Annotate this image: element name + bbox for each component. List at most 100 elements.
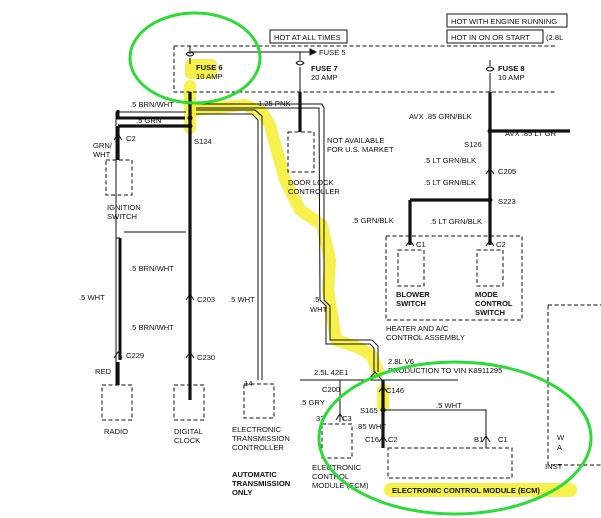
c16-label: C16 xyxy=(365,435,379,444)
auto-label-2: TRANSMISSION xyxy=(232,479,290,488)
digital-clock-box xyxy=(173,384,205,421)
c229-label: C229 xyxy=(126,351,144,360)
green-circle-fuse xyxy=(128,11,262,105)
right-cut-2: A xyxy=(557,443,563,452)
brn-wht-mid-label: .5 BRN/WHT xyxy=(130,264,174,273)
fuse6-name: FUSE 6 xyxy=(196,63,223,72)
legend-hot-on-start-suffix: (2.8L xyxy=(546,33,563,42)
lt-grn-blk-label-1: .5 LT GRN/BLK xyxy=(424,156,476,165)
s165-label: S165 xyxy=(360,406,378,415)
wht-mid-label-1: .5 xyxy=(313,295,319,304)
fuse-8: FUSE 8 10 AMP xyxy=(485,60,525,92)
c1-blower-label: C1 xyxy=(416,240,426,249)
etc-label-2: TRANSMISSION xyxy=(232,434,290,443)
c2-left-label: C2 xyxy=(126,134,136,143)
c200-label: C200 xyxy=(322,385,340,394)
fuse6-rating: 10 AMP xyxy=(196,72,223,81)
radio-label: RADIO xyxy=(104,427,128,436)
not-available-2: FOR U.S. MARKET xyxy=(327,145,394,154)
blower-label-1: BLOWER xyxy=(396,290,430,299)
s124-label: S124 xyxy=(194,137,212,146)
grn-wht-label-2: WHT xyxy=(93,150,111,159)
door-lock-label-1: DOOR LOCK xyxy=(288,178,334,187)
fuse5-name: FUSE 5 xyxy=(319,48,346,57)
digital-label-1: DIGITAL xyxy=(174,427,203,436)
fuse8-rating: 10 AMP xyxy=(498,73,525,82)
s223-label: S223 xyxy=(498,197,516,206)
ecm-small-label-3: MODULE (ECM) xyxy=(312,481,369,490)
wht-ecm-label: .5 WHT xyxy=(436,401,462,410)
pnk-label: 1.25 PNK xyxy=(258,99,291,108)
heater-label-2: CONTROL ASSEMBLY xyxy=(386,333,465,342)
legend-hot-on-start: HOT IN ON OR START xyxy=(451,33,530,42)
pin33-label: 33 xyxy=(316,414,324,423)
legend-hot-at-all-times: HOT AT ALL TIMES xyxy=(274,33,341,42)
gry-label: .5 GRY xyxy=(300,398,325,407)
etc-label-1: ELECTRONIC xyxy=(232,425,281,434)
red-label: RED xyxy=(95,367,112,376)
wht-left-label: .5 WHT xyxy=(79,293,105,302)
fuse8-name: FUSE 8 xyxy=(498,64,525,73)
auto-label-3: ONLY xyxy=(232,488,252,497)
s126-label: S126 xyxy=(464,140,482,149)
fuse-6: FUSE 6 10 AMP xyxy=(185,46,223,81)
ecm-small-label-2: CONTROL xyxy=(312,472,349,481)
mode-switch-box xyxy=(476,249,504,287)
ecm-small-label-1: ELECTRONIC xyxy=(312,463,361,472)
avx-lt-gr-label: AVX .85 LT GR xyxy=(505,129,557,138)
ignition-switch-box xyxy=(105,159,133,196)
c2-mode-label: C2 xyxy=(496,240,506,249)
wht-center-label: .5 WHT xyxy=(229,295,255,304)
grn-blk-label: .5 GRN/BLK xyxy=(352,216,394,225)
avx-grn-blk-label: AVX .85 GRN/BLK xyxy=(409,112,472,121)
engine-25-label: 2.5L 42E1 xyxy=(314,368,348,377)
wht-85-label: .85 WHT xyxy=(356,422,386,431)
c1-ecm-label: C1 xyxy=(498,435,508,444)
mode-label-2: CONTROL xyxy=(475,299,513,308)
grn-wht-label-1: GRN/ xyxy=(93,141,113,150)
pin14-label: 14 xyxy=(244,379,252,388)
ignition-label-1: IGNITION xyxy=(107,203,141,212)
right-cut-1: W xyxy=(557,433,565,442)
wht-mid-label-2: WHT xyxy=(310,305,328,314)
b1-label: B1 xyxy=(474,435,483,444)
c203-label: C203 xyxy=(197,295,215,304)
door-lock-label-2: CONTROLLER xyxy=(288,187,340,196)
mode-label-3: SWITCH xyxy=(475,308,505,317)
heater-ac-assembly-box xyxy=(385,235,523,321)
mode-label-1: MODE xyxy=(475,290,498,299)
header-legend: HOT WITH ENGINE RUNNING HOT IN ON OR STA… xyxy=(269,13,568,44)
radio-wire xyxy=(115,110,186,360)
door-lock-box xyxy=(287,131,315,173)
brn-wht-low-label: .5 BRN/WHT xyxy=(130,323,174,332)
etc-box xyxy=(243,383,275,419)
etc-label-3: CONTROLLER xyxy=(232,443,284,452)
fuse7-rating: 20 AMP xyxy=(311,73,338,82)
c3-label: C3 xyxy=(342,414,352,423)
lt-grn-blk-label-2: .5 LT GRN/BLK xyxy=(424,178,476,187)
grn-label: .5 GRN xyxy=(136,116,161,125)
right-clipped-box xyxy=(547,304,601,466)
blower-label-2: SWITCH xyxy=(396,299,426,308)
c205-label: C205 xyxy=(498,167,516,176)
ignition-label-2: SWITCH xyxy=(107,212,137,221)
fuse7-name: FUSE 7 xyxy=(311,64,338,73)
heater-label-1: HEATER AND A/C xyxy=(386,324,449,333)
c230-label: C230 xyxy=(197,353,215,362)
not-available-1: NOT AVAILABLE xyxy=(327,136,384,145)
lt-grn-blk-label-3: .5 LT GRN/BLK xyxy=(430,217,482,226)
right-cut-3: INST xyxy=(545,462,563,471)
radio-box xyxy=(101,384,133,421)
c146-label: C146 xyxy=(386,386,404,395)
production-label: PRODUCTION TO VIN K8911295 xyxy=(388,366,502,375)
legend-hot-engine-running: HOT WITH ENGINE RUNNING xyxy=(451,17,557,26)
ecm-large-box xyxy=(387,447,513,479)
digital-label-2: CLOCK xyxy=(174,436,200,445)
green-circle-ecm xyxy=(317,360,593,516)
brn-wht-top-label: .5 BRN/WHT xyxy=(130,100,174,109)
blower-switch-box xyxy=(397,249,425,287)
fuse-7: FUSE 7 20 AMP xyxy=(295,52,338,92)
auto-label-1: AUTOMATIC xyxy=(232,470,277,479)
ecm-large-label: ELECTRONIC CONTROL MODULE (ECM) xyxy=(392,486,540,495)
